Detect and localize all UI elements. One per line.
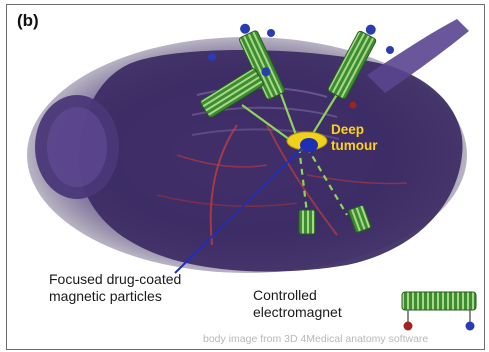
terminal-dot [386,46,394,54]
terminal-dot [208,53,216,61]
terminal-dot [267,29,275,37]
deep-tumour-label: Deep tumour [331,122,411,154]
figure-frame: (b) Deep tumour Focused drug-coated magn… [6,4,485,350]
terminal-dot [350,102,357,109]
electromagnet-caption: Controlled electromagnet [253,287,393,321]
particles-caption: Focused drug-coated magnetic particles [49,271,199,305]
image-credit: body image from 3D 4Medical anatomy soft… [203,333,483,345]
panel-label: (b) [17,11,39,31]
electromagnet-lower-left [299,210,315,234]
